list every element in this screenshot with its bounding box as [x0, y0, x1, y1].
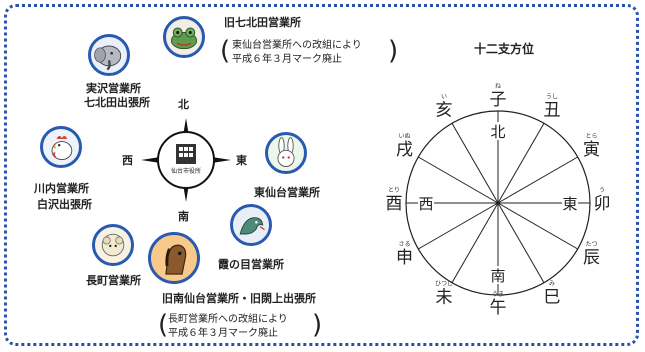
dragon-badge-icon: [230, 204, 272, 246]
zodiac-reading-60: とら: [585, 133, 597, 140]
nanakita-branch-label: 七北田出張所: [84, 96, 150, 109]
frog-badge-icon: [163, 16, 205, 58]
open-paren-2: (: [158, 310, 169, 340]
inner-bg-north: [490, 122, 506, 140]
kyu-minami-note-1: 長町営業所への改組により: [168, 314, 288, 325]
compass-west-label: 西: [122, 154, 133, 167]
compass-rose-icon: [141, 118, 231, 202]
zodiac-reading-90: う: [599, 187, 605, 194]
zodiac-sign-330: 亥: [436, 101, 453, 121]
city-hall-label: 仙台市役所: [170, 168, 201, 175]
elephant-badge-icon: [88, 34, 130, 76]
zodiac-reading-330: い: [441, 94, 447, 101]
zodiac-sign-240: 申: [396, 248, 413, 268]
zodiac-sign-30: 丑: [544, 101, 561, 121]
rooster-badge-icon: [40, 126, 82, 168]
rabbit-badge-icon: [265, 132, 307, 174]
zodiac-sign-180: 午: [490, 298, 507, 318]
zodiac-sign-150: 巳: [544, 288, 561, 308]
shirasawa-branch-label: 白沢出張所: [37, 198, 92, 211]
zodiac-reading-210: ひつじ: [435, 281, 453, 288]
zodiac-sign-270: 酉: [386, 194, 403, 214]
dotted-frame: [4, 4, 639, 346]
kasumi-label: 霞の目営業所: [218, 258, 284, 271]
nagamachi-label: 長町営業所: [86, 274, 141, 287]
zodiac-reading-0: ね: [495, 83, 501, 90]
zodiac-reading-300: いぬ: [398, 133, 410, 140]
inner-bg-west: [418, 194, 434, 212]
compass-east-label: 東: [236, 154, 247, 167]
zodiac-reading-30: うし: [546, 94, 558, 101]
inner-direction-south: 南: [490, 267, 505, 285]
zodiac-reading-150: み: [549, 281, 555, 288]
spoke-150: [497, 202, 545, 283]
spoke-330: [451, 123, 499, 204]
zodiac-reading-180: うま: [492, 291, 504, 298]
higashi-sendai-label: 東仙台営業所: [254, 186, 320, 199]
inner-direction-north: 北: [490, 123, 505, 141]
zodiac-sign-210: 未: [436, 288, 453, 308]
zodiac-sign-60: 寅: [583, 140, 600, 160]
compass-north-label: 北: [178, 98, 189, 111]
horse-badge-icon: [148, 232, 200, 284]
inner-bg-east: [562, 194, 578, 212]
spoke-300: [418, 156, 499, 204]
close-paren: ): [388, 36, 399, 66]
kawauchi-label: 川内営業所: [34, 182, 89, 195]
inner-direction-west: 西: [418, 195, 433, 213]
kyu-minami-note-2: 平成６年３月マーク廃止: [168, 328, 278, 339]
spoke-60: [497, 156, 578, 204]
open-paren: (: [220, 36, 231, 66]
kyu-minami-label: 旧南仙台営業所・旧閖上出張所: [162, 292, 316, 305]
kyu-nanakita-note-2: 平成６年３月マーク廃止: [232, 54, 342, 65]
kyu-nanakita-note-1: 東仙台営業所への改組により: [232, 40, 362, 51]
compass-south-label: 南: [178, 210, 189, 223]
inner-bg-south: [490, 266, 506, 284]
zodiac-reading-240: さる: [398, 241, 410, 248]
spoke-210: [451, 202, 499, 283]
zodiac-sign-300: 戌: [396, 140, 413, 160]
spoke-30: [497, 123, 545, 204]
zodiac-title: 十二支方位: [474, 42, 535, 56]
zodiac-reading-120: たつ: [585, 241, 597, 248]
zodiac-sign-120: 辰: [583, 248, 600, 268]
jitsuzawa-label: 実沢営業所: [86, 82, 141, 95]
close-paren-2: ): [312, 310, 323, 340]
inner-direction-east: 東: [562, 195, 577, 213]
zodiac-reading-270: とり: [388, 187, 400, 194]
spoke-120: [497, 202, 578, 250]
zodiac-sign-90: 卯: [594, 194, 611, 214]
zodiac-sign-0: 子: [490, 90, 507, 110]
sheep-badge-icon: [92, 224, 134, 266]
spoke-240: [418, 202, 499, 250]
kyu-nanakita-label: 旧七北田営業所: [224, 16, 301, 29]
